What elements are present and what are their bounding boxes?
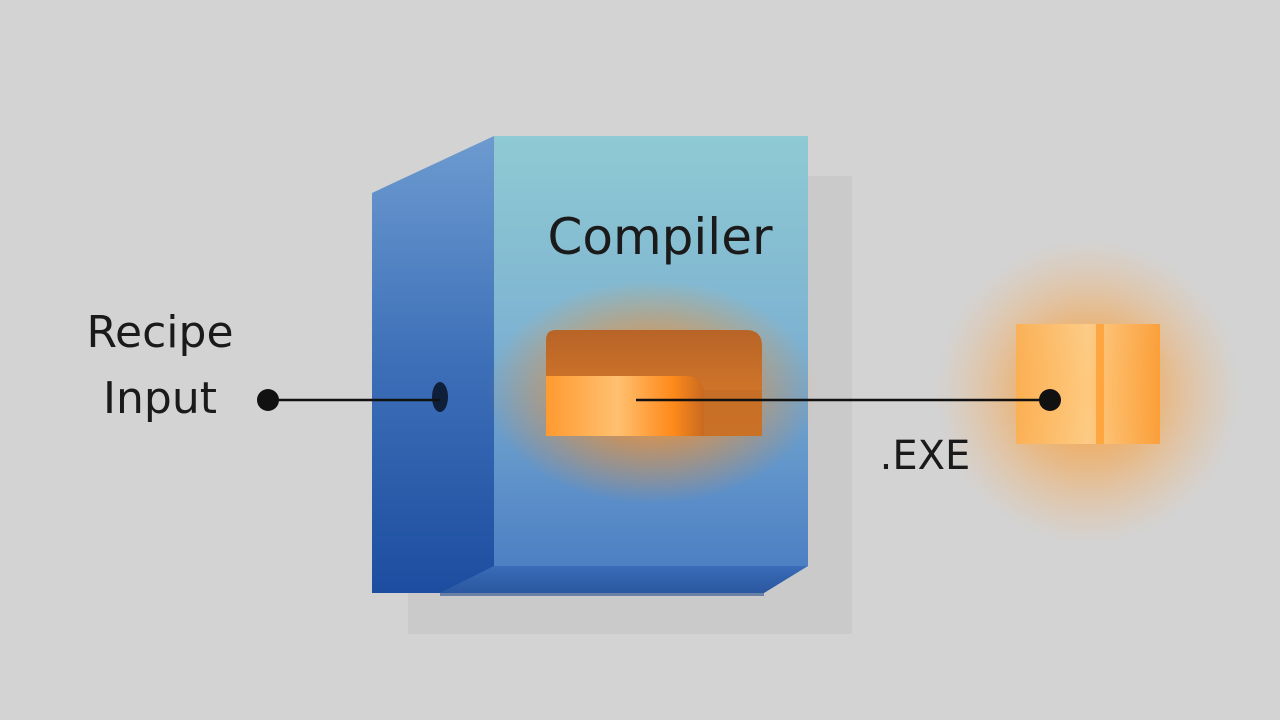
input-connector bbox=[257, 389, 440, 411]
output-slot-icon bbox=[546, 330, 762, 436]
output-label: .EXE bbox=[879, 433, 971, 479]
compiler-bottom-face bbox=[440, 566, 808, 593]
compiler-bottom-edge bbox=[440, 593, 764, 596]
input-node bbox=[257, 389, 279, 411]
input-label: Recipe Input bbox=[86, 307, 234, 424]
output-node bbox=[1039, 389, 1061, 411]
output-connector bbox=[636, 389, 1061, 411]
executable-glow-icon bbox=[936, 240, 1240, 544]
compiler-label: Compiler bbox=[547, 208, 773, 266]
compiler-side-face bbox=[372, 136, 494, 593]
input-port bbox=[432, 382, 448, 412]
